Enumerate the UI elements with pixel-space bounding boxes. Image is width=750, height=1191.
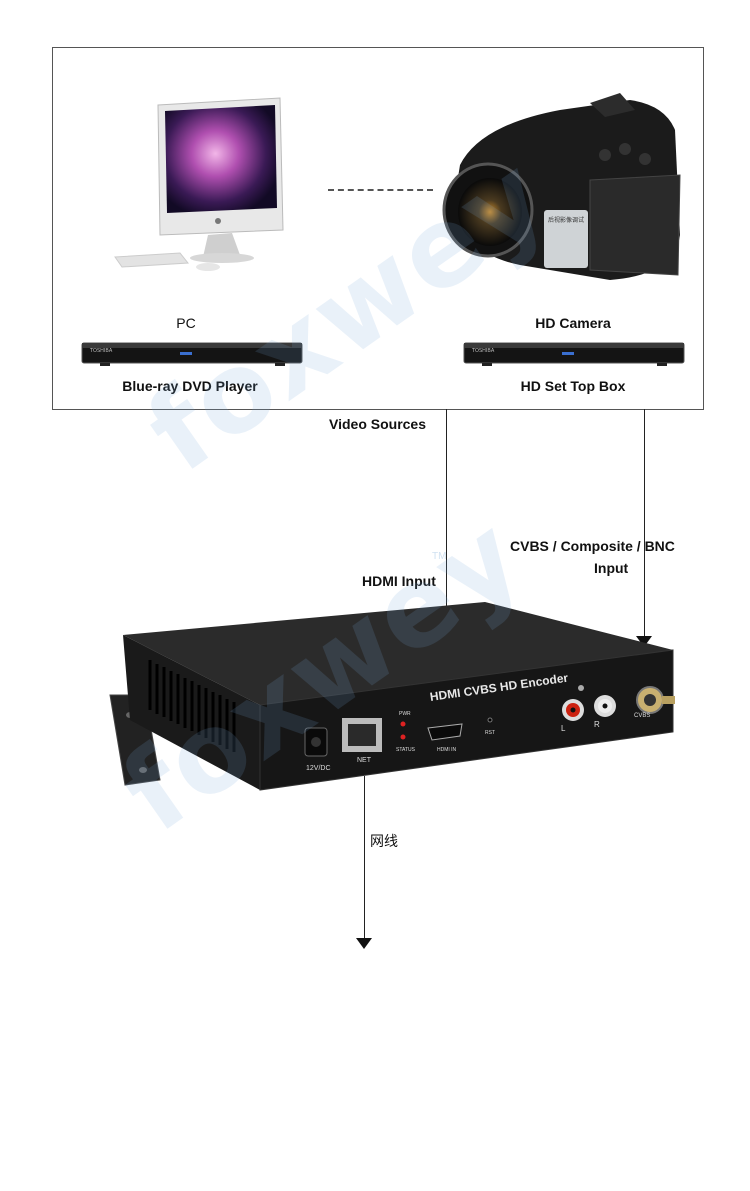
bluray-player-image: TOSHIBA xyxy=(81,342,303,366)
audio-l-label: L xyxy=(561,724,566,733)
network-cable-label: 网线 xyxy=(370,834,398,850)
pwr-led-label: PWR xyxy=(399,711,411,717)
output-arrow xyxy=(356,938,372,949)
hdmi-port-label: HDMI IN xyxy=(437,747,457,753)
hd-camera-image: 后视影像调试 xyxy=(442,93,681,280)
bluray-brand: TOSHIBA xyxy=(89,348,113,354)
power-port-label: 12V/DC xyxy=(306,765,331,772)
watermark-tm: TM xyxy=(432,551,447,562)
cvbs-input-label-line1: CVBS / Composite / BNC xyxy=(510,538,675,554)
bluray-label: Blue-ray DVD Player xyxy=(122,378,258,394)
set-top-box-label: HD Set Top Box xyxy=(520,378,626,394)
cvbs-port-label: CVBS xyxy=(634,713,651,719)
set-top-box-image: TOSHIBA xyxy=(463,342,685,366)
hd-camera-label: HD Camera xyxy=(535,315,611,331)
audio-r-label: R xyxy=(594,720,600,729)
cvbs-connection-line xyxy=(644,409,645,637)
pc-imac-image xyxy=(114,97,284,271)
rst-label: RST xyxy=(485,730,495,736)
set-top-box-brand: TOSHIBA xyxy=(471,348,495,354)
pc-label: PC xyxy=(176,315,196,331)
cvbs-arrow xyxy=(636,636,652,647)
status-led-label: STATUS xyxy=(396,747,415,753)
encoder-device-image xyxy=(109,602,675,791)
camera-screen xyxy=(544,210,588,268)
video-sources-label: Video Sources xyxy=(329,416,427,432)
dashed-separator xyxy=(328,189,433,191)
cvbs-input-label-line2: Input xyxy=(594,560,629,576)
hdmi-input-label: HDMI Input xyxy=(362,573,436,589)
camera-screen-text: 后视影像调试 xyxy=(548,216,584,224)
net-port-label: NET xyxy=(357,757,371,764)
hdmi-connection-line xyxy=(446,409,447,659)
network-cable-line xyxy=(364,776,365,939)
